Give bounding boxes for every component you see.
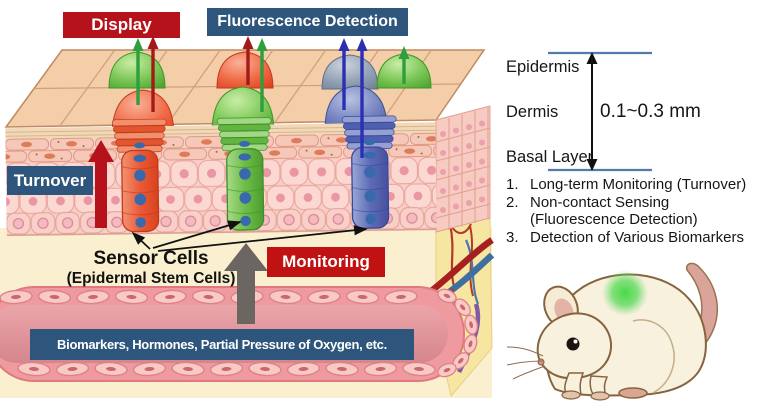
emission-arrow-dark-red: [242, 36, 254, 85]
list-item: 1. Long-term Monitoring (Turnover): [506, 176, 768, 194]
fluorescence-detection-label: Fluorescence Detection: [207, 8, 408, 36]
emission-arrow-blue: [356, 38, 368, 158]
sensor-cells-label: Sensor Cells (Epidermal Stem Cells): [58, 248, 244, 287]
item-number: 2.: [506, 193, 519, 211]
item-number: 1.: [506, 176, 519, 193]
list-item: 3. Detection of Various Biomarkers: [506, 229, 768, 247]
mouse-legs: [561, 372, 648, 401]
display-label: Display: [63, 12, 180, 38]
epidermis-layers: [5, 115, 437, 237]
turnover-label: Turnover: [7, 166, 93, 195]
mouse-illustration: [506, 262, 719, 401]
emission-arrow-blue: [338, 38, 350, 110]
item-text: Non-contact Sensing (Fluorescence Detect…: [530, 193, 698, 229]
emission-arrows: [132, 36, 410, 158]
sensor-cells-title: Sensor Cells: [93, 248, 209, 269]
turnover-arrow: [88, 140, 114, 228]
item-text: Detection of Various Biomarkers: [530, 228, 744, 246]
mouse-whiskers: [506, 346, 546, 380]
list-item: 2. Non-contact Sensing (Fluorescence Det…: [506, 194, 768, 229]
down-arrowhead-icon: [586, 159, 598, 171]
monitoring-label: Monitoring: [267, 247, 385, 277]
item-text: Long-term Monitoring (Turnover): [530, 176, 747, 193]
up-arrowhead-icon: [586, 52, 598, 64]
fluorescent-spot: [602, 270, 648, 316]
slate-dome: [321, 54, 379, 90]
emission-arrow-dark-red: [147, 36, 159, 112]
sensor-cells-pointers: [131, 220, 368, 252]
item-number: 3.: [506, 228, 519, 246]
emission-arrow-green: [256, 38, 268, 112]
sensor-cell-columns: [111, 115, 397, 233]
thickness-measure: [548, 51, 652, 172]
monitoring-arrow: [224, 243, 268, 324]
emission-arrow-green: [398, 46, 410, 84]
emission-arrow-green: [132, 38, 144, 105]
mouse-eye: [566, 337, 580, 351]
basal-layer-label: Basal Layer: [506, 148, 594, 166]
biomarkers-label: Biomarkers, Hormones, Partial Pressure o…: [30, 329, 414, 360]
thickness-value: 0.1~0.3 mm: [600, 101, 701, 122]
feature-list: 1. Long-term Monitoring (Turnover) 2. No…: [506, 176, 768, 246]
sensor-cells-subtitle: (Epidermal Stem Cells): [66, 269, 236, 287]
dermis-label: Dermis: [506, 103, 559, 121]
red-dome: [216, 51, 274, 89]
mouse-nose: [537, 358, 545, 366]
epidermis-label: Epidermis: [506, 58, 580, 76]
edge-cells: [435, 105, 491, 233]
